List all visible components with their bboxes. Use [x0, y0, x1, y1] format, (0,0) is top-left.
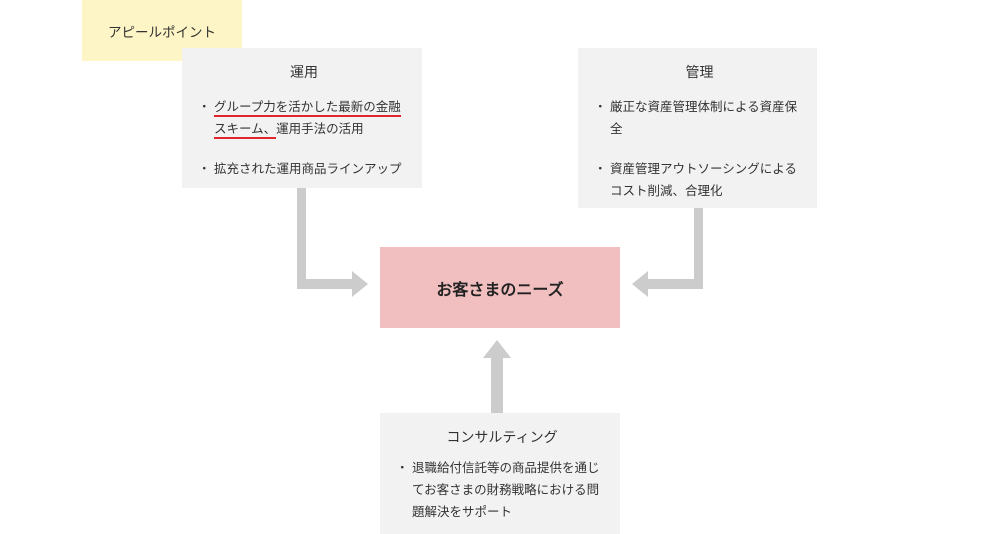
consulting-item-1-text: 退職給付信託等の商品提供を通じてお客さまの財務戦略における問題解決をサポート [412, 460, 600, 519]
customer-needs-box: お客さまのニーズ [380, 247, 620, 328]
arrow-unyou-to-needs [297, 188, 368, 297]
kanri-title: 管理 [685, 65, 714, 81]
kanri-item-2: 資産管理アウトソーシングによるコスト削減、合理化 [594, 158, 803, 202]
unyou-item-1-highlight: グループ力を活かした最新の金融スキーム、 [214, 99, 401, 139]
kanri-list: 厳正な資産管理体制による資産保全 資産管理アウトソーシングによるコスト削減、合理… [594, 96, 803, 202]
kanri-box: 管理 厳正な資産管理体制による資産保全 資産管理アウトソーシングによるコスト削減… [578, 48, 817, 208]
consulting-title: コンサルティング [446, 430, 558, 446]
kanri-item-1: 厳正な資産管理体制による資産保全 [594, 96, 803, 140]
kanri-item-1-text: 厳正な資産管理体制による資産保全 [610, 99, 798, 136]
unyou-box: 運用 グループ力を活かした最新の金融スキーム、運用手法の活用 拡充された運用商品… [182, 48, 422, 188]
unyou-item-1: グループ力を活かした最新の金融スキーム、運用手法の活用 [198, 96, 408, 140]
arrow-consulting-to-needs [483, 340, 511, 413]
consulting-list: 退職給付信託等の商品提供を通じてお客さまの財務戦略における問題解決をサポート [396, 457, 606, 523]
arrow-kanri-to-needs [632, 208, 703, 297]
unyou-item-2: 拡充された運用商品ラインアップ [198, 158, 408, 180]
appeal-point-label: アピールポイント [108, 24, 216, 41]
consulting-box: コンサルティング 退職給付信託等の商品提供を通じてお客さまの財務戦略における問題… [380, 413, 620, 534]
unyou-list: グループ力を活かした最新の金融スキーム、運用手法の活用 拡充された運用商品ライン… [198, 96, 408, 180]
customer-needs-label: お客さまのニーズ [436, 279, 564, 299]
unyou-item-2-text: 拡充された運用商品ラインアップ [214, 161, 402, 176]
unyou-title: 運用 [290, 65, 318, 81]
kanri-item-2-text: 資産管理アウトソーシングによるコスト削減、合理化 [610, 161, 797, 198]
unyou-item-1-rest: 運用手法の活用 [276, 121, 364, 136]
consulting-item-1: 退職給付信託等の商品提供を通じてお客さまの財務戦略における問題解決をサポート [396, 457, 606, 523]
